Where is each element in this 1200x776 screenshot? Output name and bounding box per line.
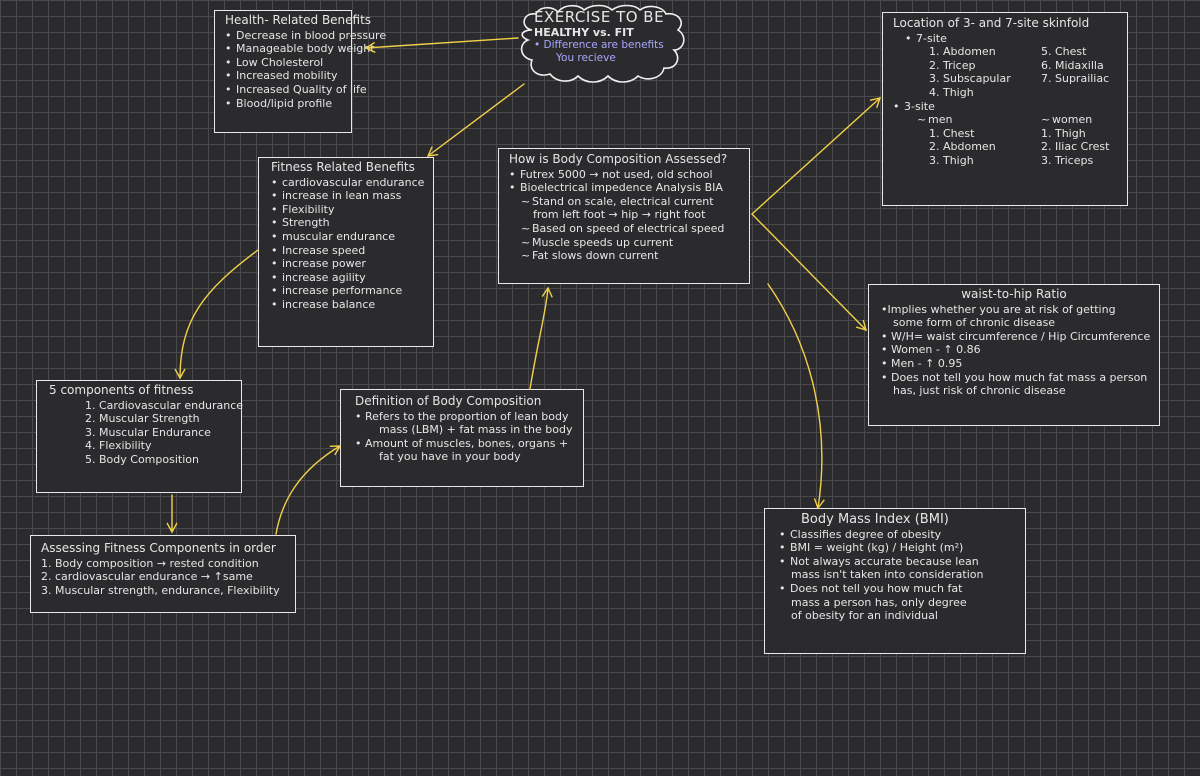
health-item: Low Cholesterol — [225, 56, 341, 70]
fitness-item: Flexibility — [271, 203, 421, 217]
skinfold-site: 5. Chest — [1041, 45, 1087, 59]
assessing-title: Assessing Fitness Components in order — [41, 541, 276, 555]
waist-hip-line: has, just risk of chronic disease — [893, 384, 1066, 398]
health-item: Manageable body weight — [225, 42, 375, 56]
fitness-item: Strength — [271, 216, 421, 230]
assessed-subitem: Fat slows down current — [509, 249, 739, 263]
skinfold-site: 6. Midaxilla — [1041, 58, 1104, 72]
components-item: 1. Cardiovascular endurance — [85, 398, 244, 412]
fitness-item: increase agility — [271, 271, 421, 285]
assessing-item: 2. cardiovascular endurance → ↑same — [41, 570, 253, 584]
assessed-subitem: Muscle speeds up current — [509, 236, 739, 250]
fitness-benefits-title: Fitness Related Benefits — [271, 160, 415, 174]
waist-hip-line: some form of chronic disease — [893, 316, 1056, 330]
waist-hip-line: • Men - ↑ 0.95 — [881, 356, 963, 370]
definition-line: • Amount of muscles, bones, organs + — [355, 436, 569, 450]
fitness-benefits-box: Fitness Related Benefits cardiovascular … — [258, 157, 434, 347]
skinfold-site: 3. Subscapular — [929, 72, 1011, 86]
assessed-subitem: Based on speed of electrical speed — [509, 222, 739, 236]
bmi-line: mass isn't taken into consideration — [791, 568, 984, 582]
waist-hip-box: waist-to-hip Ratio •Implies whether you … — [868, 284, 1160, 426]
bmi-line: of obesity for an individual — [791, 609, 938, 623]
assessed-subitem: from left foot → hip → right foot — [533, 208, 706, 222]
arrow-assessed-to-skinfold — [751, 97, 882, 215]
skinfold-men-label: men — [917, 113, 1029, 127]
skinfold-box: Location of 3- and 7-site skinfold 7-sit… — [882, 12, 1128, 206]
arrow-cloud-to-health — [364, 37, 519, 54]
fitness-item: muscular endurance — [271, 230, 421, 244]
fitness-item: increase in lean mass — [271, 189, 421, 203]
arrow-cloud-to-fitness — [426, 83, 525, 157]
definition-line: mass (LBM) + fat mass in the body — [379, 423, 573, 437]
arrow-assessed-to-waist — [751, 213, 868, 332]
health-benefits-box: Health- Related Benefits Decrease in blo… — [214, 10, 386, 133]
waist-hip-line: • Women - ↑ 0.86 — [881, 343, 981, 357]
assessed-subitem: Stand on scale, electrical current — [509, 195, 739, 209]
fitness-item: cardiovascular endurance — [271, 176, 424, 190]
fitness-item: increase performance — [271, 284, 421, 298]
definition-box: Definition of Body Composition • Refers … — [340, 389, 584, 487]
waist-hip-line: • Does not tell you how much fat mass a … — [881, 370, 1148, 384]
bmi-line: Not always accurate because lean — [779, 555, 1011, 569]
center-title: EXERCISE TO BE — [534, 8, 665, 26]
assessing-item: 3. Muscular strength, endurance, Flexibi… — [41, 583, 280, 597]
fitness-item: increase power — [271, 257, 421, 271]
skinfold-women-site: 2. Iliac Crest — [1041, 140, 1110, 154]
skinfold-site: 1. Abdomen — [929, 45, 996, 59]
components-item: 5. Body Composition — [85, 452, 199, 466]
skinfold-three-label: 3-site — [893, 100, 1117, 114]
assessed-box: How is Body Composition Assessed? Futrex… — [498, 148, 750, 284]
skinfold-men-site: 1. Chest — [929, 126, 975, 140]
health-item: Increased Quality of life — [225, 83, 367, 97]
skinfold-seven-label: 7-site — [893, 32, 1117, 46]
center-topic: EXERCISE TO BE HEALTHY vs. FIT • Differe… — [534, 8, 674, 65]
bmi-box: Body Mass Index (BMI) Classifies degree … — [764, 508, 1026, 654]
bmi-line: Classifies degree of obesity — [779, 528, 1011, 542]
skinfold-women-site: 3. Triceps — [1041, 153, 1094, 167]
definition-line: • Refers to the proportion of lean body — [355, 409, 569, 423]
skinfold-men-site: 2. Abdomen — [929, 140, 996, 154]
assessed-title: How is Body Composition Assessed? — [509, 152, 728, 166]
health-item: Increased mobility — [225, 69, 341, 83]
fitness-item: increase balance — [271, 298, 421, 312]
components-item: 2. Muscular Strength — [85, 412, 200, 426]
bmi-line: Does not tell you how much fat — [779, 582, 1011, 596]
skinfold-women-site: 1. Thigh — [1041, 126, 1086, 140]
assessing-box: Assessing Fitness Components in order 1.… — [30, 535, 296, 613]
skinfold-women-label: women — [1029, 113, 1092, 126]
center-cloud-outline — [520, 4, 685, 83]
arrow-assessing-to-definition — [275, 445, 342, 535]
assessed-item: Futrex 5000 → not used, old school — [509, 168, 739, 182]
skinfold-site: 2. Tricep — [929, 58, 976, 72]
assessed-item: Bioelectrical impedence Analysis BIA — [509, 181, 739, 195]
components-box: 5 components of fitness 1. Cardiovascula… — [36, 380, 244, 493]
bmi-line: mass a person has, only degree — [791, 595, 967, 609]
waist-hip-title: waist-to-hip Ratio — [961, 287, 1067, 301]
components-item: 3. Muscular Endurance — [85, 425, 211, 439]
bmi-title: Body Mass Index (BMI) — [801, 512, 949, 527]
arrow-assessed-to-bmi — [767, 283, 825, 510]
skinfold-men-site: 3. Thigh — [929, 153, 974, 167]
assessing-item: 1. Body composition → rested condition — [41, 556, 259, 570]
components-title: 5 components of fitness — [49, 383, 194, 397]
skinfold-site: 7. Suprailiac — [1041, 72, 1110, 86]
skinfold-title: Location of 3- and 7-site skinfold — [893, 16, 1090, 30]
arrow-fitness-to-components — [174, 249, 259, 380]
center-note-line2: You recieve — [556, 52, 616, 64]
waist-hip-line: • W/H= waist circumference / Hip Circumf… — [881, 329, 1151, 343]
arrow-definition-to-assessed — [529, 286, 553, 390]
definition-line: fat you have in your body — [379, 450, 521, 464]
bmi-line: BMI = weight (kg) / Height (m²) — [779, 541, 1011, 555]
fitness-item: Increase speed — [271, 244, 421, 258]
center-subtitle: HEALTHY vs. FIT — [534, 26, 634, 39]
health-item: Blood/lipid profile — [225, 97, 341, 111]
definition-title: Definition of Body Composition — [355, 394, 542, 408]
waist-hip-line: •Implies whether you are at risk of gett… — [881, 302, 1116, 316]
health-benefits-title: Health- Related Benefits — [225, 13, 372, 27]
components-item: 4. Flexibility — [85, 439, 152, 453]
center-note-line1: • Difference are benefits — [534, 39, 664, 51]
skinfold-site: 4. Thigh — [929, 85, 974, 99]
